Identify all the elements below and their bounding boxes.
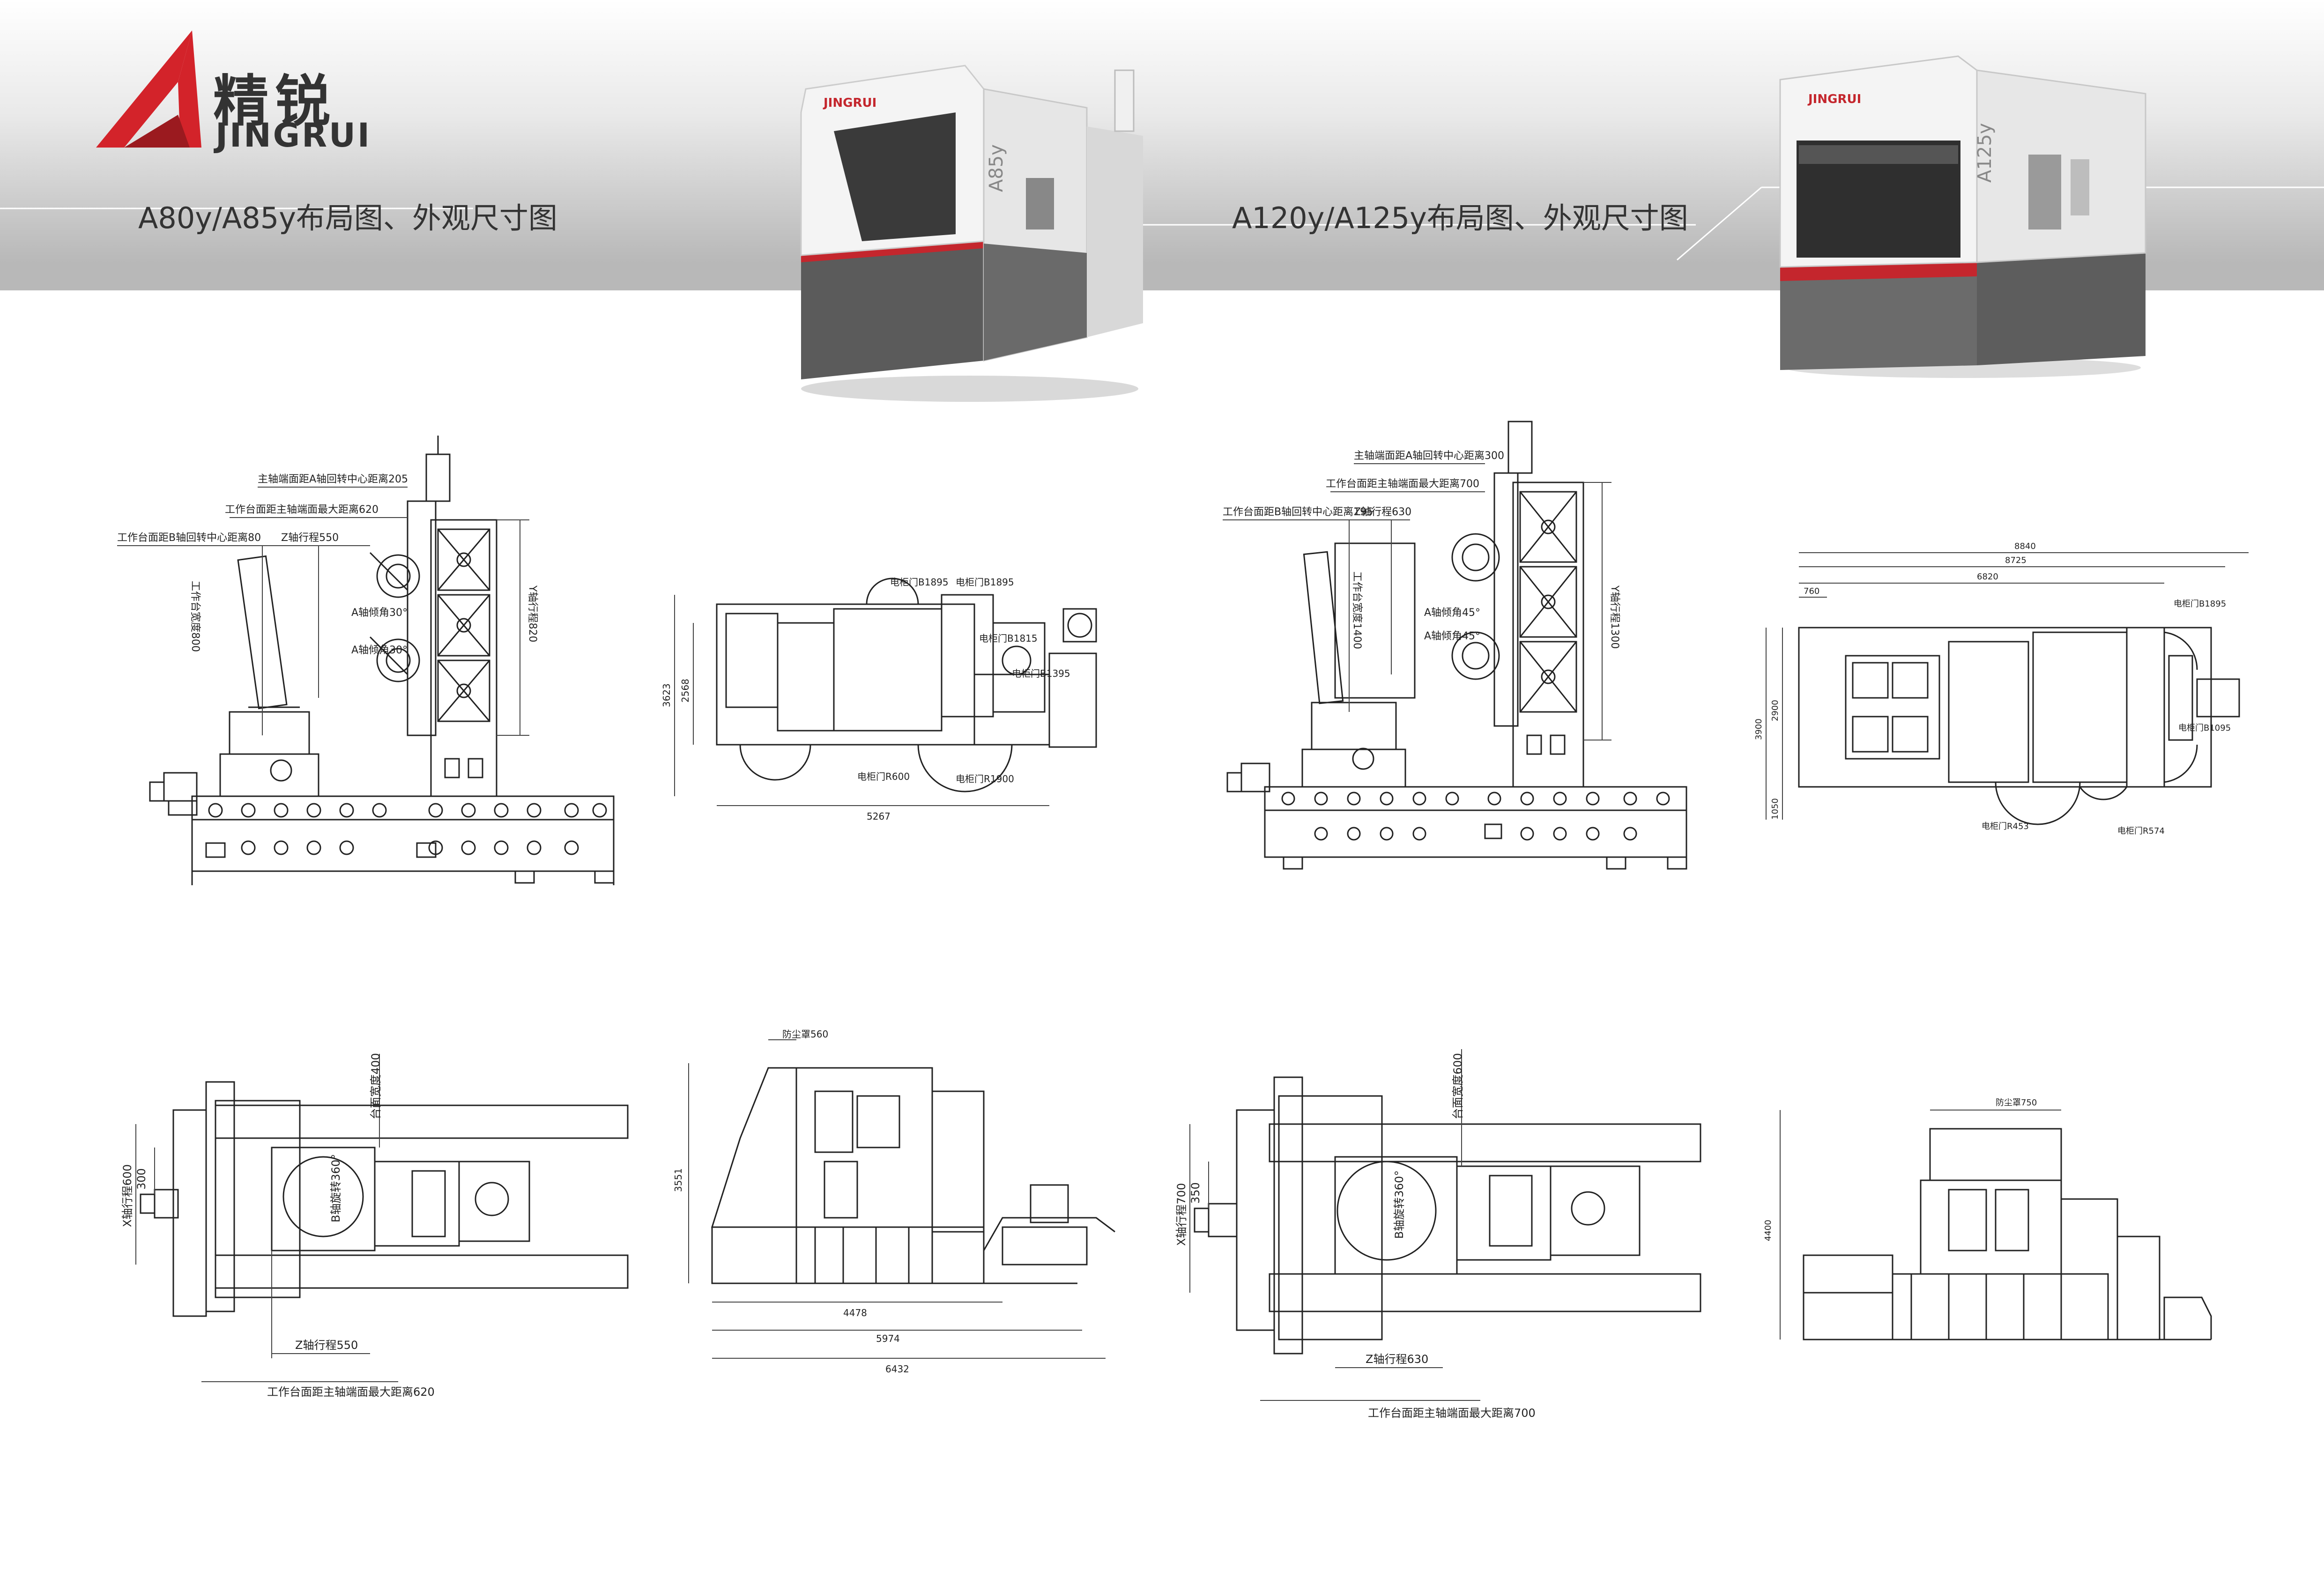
brand-name-cn: 精锐 [213,69,337,133]
machine-render-a80: JINGRUI A85y [800,65,1143,402]
dim-top-table-width: 台面宽度400 [369,1053,382,1119]
dim-top-offset: 300 [135,1168,148,1190]
dim-z-travel-120: Z轴行程630 [1354,506,1411,518]
drawing-a120-side: 主轴端面距A轴回转中心距离300 工作台面距主轴端面最大距离700 工作台面距B… [1213,412,1700,890]
drawing-a80-front: 防尘罩560 3551 4478 5974 6432 [673,1029,1134,1386]
dim-top-x-travel: X轴行程600 [121,1164,134,1227]
dim-plan120-door1: 电柜门B1895 [2174,599,2226,609]
dim-plan120-w3: 6820 [1977,572,1998,582]
machine-label-2: JINGRUI [1807,92,1861,106]
dim-plan120-h2: 2900 [1770,700,1780,721]
dim-z-travel: Z轴行程550 [281,532,339,544]
dim-plan120-door3: 电柜门R453 [1982,822,2029,831]
drawing-a120-plan: 8840 8725 6820 760 3900 2900 1050 电柜门B18… [1752,539,2277,852]
dim-plan-width: 5267 [867,811,891,822]
dim-top120-table-width: 台面宽度600 [1451,1053,1464,1119]
dim-top120-table-to-spindle: 工作台面距主轴端面最大距离700 [1368,1407,1536,1420]
drawing-a80-top: 台面宽度400 X轴行程600 300 B轴旋转360° Z轴行程550 工作台… [121,1053,646,1419]
drawing-a120-front: 防尘罩750 4400 [1761,1096,2239,1368]
jingrui-logo-icon [96,30,201,148]
dim-top-table-to-spindle: 工作台面距主轴端面最大距离620 [267,1385,435,1399]
brand-name-en: JINGRUI [215,116,371,155]
dim-plan-door4: 电柜门B1395 [1012,668,1070,679]
dim-plan-r1: 电柜门R600 [857,771,910,782]
dim-table-width-120: 工作台宽度1400 [1351,571,1363,649]
dim-plan-height: 3623 [661,683,672,707]
dim-table-to-spindle-120: 工作台面距主轴端面最大距离700 [1326,478,1479,490]
dim-front120-top: 防尘罩750 [1996,1098,2037,1108]
title-a120: A120y/A125y布局图、外观尺寸图 [1232,201,1688,235]
dim-y-travel: Y轴行程820 [527,585,538,642]
dim-y-travel-120: Y轴行程1300 [1609,585,1620,649]
title-a80: A80y/A85y布局图、外观尺寸图 [138,201,557,235]
drawing-a80-side: 主轴端面距A轴回转中心距离205 工作台面距主轴端面最大距离620 工作台面距B… [108,436,632,895]
dim-plan120-w2: 8725 [2005,555,2027,565]
dim-front-w2: 5974 [876,1333,900,1344]
dim-table-to-b: 工作台面距B轴回转中心距离80 [117,532,261,544]
dim-top-b-rotation: B轴旋转360° [329,1154,342,1222]
dim-top120-z-travel: Z轴行程630 [1366,1353,1428,1366]
dim-spindle-to-a: 主轴端面距A轴回转中心距离205 [258,474,408,485]
dim-plan-r2: 电柜门R1900 [956,773,1014,785]
dim-front-w3: 6432 [885,1363,909,1375]
dim-plan120-w4: 760 [1804,586,1819,596]
dim-plan120-door4: 电柜门R574 [2117,826,2165,836]
dim-table-to-b-120: 工作台面距B轴回转中心距离195 [1223,506,1373,518]
dim-front120-height: 4400 [1763,1220,1773,1241]
dim-plan-door1: 电柜门B1895 [890,577,949,588]
dim-a-tilt-1: A轴倾角30° [351,607,408,619]
dim-front-top: 防尘罩560 [782,1029,828,1040]
dim-front-height: 3551 [673,1168,684,1192]
dim-plan120-door2: 电柜门B1095 [2178,723,2231,733]
svg-text:A85y: A85y [986,144,1007,192]
dim-plan120-h3: 1050 [1770,798,1780,820]
base-holes [208,803,607,855]
svg-text:A125y: A125y [1974,123,1996,183]
dim-top-z-travel: Z轴行程550 [295,1339,358,1352]
dim-plan120-total: 8840 [2014,541,2036,551]
dim-a-tilt-120-2: A轴倾角45° [1424,630,1480,642]
machine-render-a120: JINGRUI A125y [1779,55,2146,378]
dim-plan-inner: 2568 [680,679,691,703]
dim-spindle-to-a-120: 主轴端面距A轴回转中心距离300 [1354,450,1504,462]
dim-top120-offset: 350 [1189,1182,1202,1204]
dim-a-tilt-2: A轴倾角30° [351,644,408,656]
dim-table-to-spindle: 工作台面距主轴端面最大距离620 [225,504,379,516]
dim-top120-b-rotation: B轴旋转360° [1393,1170,1406,1239]
dim-front-w1: 4478 [843,1307,867,1318]
dim-top120-x-travel: X轴行程700 [1175,1183,1188,1246]
column-lattice [437,528,490,722]
drawing-a120-top: 台面宽度600 X轴行程700 350 B轴旋转360° Z轴行程630 工作台… [1175,1049,1710,1433]
dim-table-width: 工作台宽度800 [189,581,201,652]
machine-label: JINGRUI [823,96,876,110]
drawing-a80-plan: 3623 2568 5267 电柜门B1895 电柜门B1895 电柜门B181… [656,553,1152,843]
dim-a-tilt-120-1: A轴倾角45° [1424,607,1480,619]
dim-plan-door3: 电柜门B1815 [979,633,1038,644]
dim-plan-door2: 电柜门B1895 [956,577,1014,588]
dim-plan120-height: 3900 [1754,718,1764,740]
